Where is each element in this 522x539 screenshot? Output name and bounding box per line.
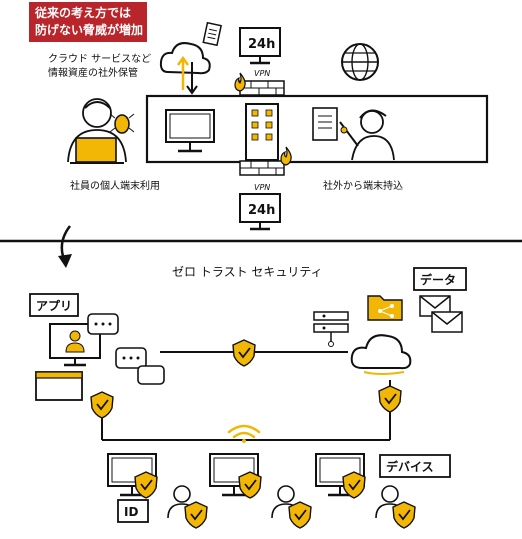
- cloud-caption-line2: 情報資産の社外保管: [48, 66, 138, 79]
- shield-data-icon: [378, 385, 402, 413]
- bug-icon: [109, 113, 135, 134]
- clock-label-bottom: 24h: [248, 203, 275, 218]
- shield-apps-icon: [90, 391, 114, 419]
- app-window-icon: [35, 371, 83, 401]
- globe-icon: [341, 43, 379, 81]
- server-icon: [313, 311, 349, 347]
- employee-laptop-icon: [67, 98, 127, 164]
- wifi-icon: [227, 424, 261, 443]
- apps-label-box: [29, 293, 79, 317]
- id-label: ID: [124, 505, 138, 519]
- employee-caption: 社員の個人端末利用: [70, 179, 160, 192]
- banner-line-1: 従来の考え方では: [35, 6, 132, 20]
- devices-label-box: [379, 454, 451, 478]
- top-network-box: [145, 94, 489, 164]
- vpn-label-top: VPN: [254, 69, 270, 78]
- threat-banner: 従来の考え方では 防げない脅威が増加: [29, 2, 147, 42]
- external-worker-icon: [312, 107, 395, 161]
- chat-bubble-icon: [87, 313, 165, 385]
- firewall-top-icon: [239, 80, 285, 96]
- clock-label-top: 24h: [248, 37, 275, 52]
- vpn-label-bottom: VPN: [254, 183, 270, 192]
- flame-top-icon: [234, 72, 246, 92]
- shared-folder-icon: [367, 295, 403, 321]
- banner-line-2: 防げない脅威が増加: [35, 23, 144, 37]
- curved-arrow-icon: [58, 225, 72, 268]
- zero-trust-title: ゼロ トラスト セキュリティ: [172, 265, 323, 279]
- office-monitor-icon: [164, 108, 216, 153]
- shield-user-1-icon: [184, 501, 208, 529]
- cloud-caption-line1: クラウド サービスなど: [48, 53, 151, 65]
- id-badge-box: [117, 499, 149, 523]
- data-label-box: [413, 267, 467, 291]
- office-building-icon: [245, 103, 279, 161]
- apps-label: アプリ: [36, 298, 72, 313]
- shield-user-2-icon: [288, 501, 312, 529]
- cloud-icon: [159, 42, 211, 95]
- takeout-caption: 社外から端末持込: [323, 179, 403, 192]
- flame-bottom-icon: [280, 146, 292, 166]
- data-cloud-icon: [350, 334, 412, 375]
- shield-user-3-icon: [392, 501, 416, 529]
- data-label: データ: [420, 272, 456, 287]
- mail-icon: [419, 295, 463, 333]
- shield-center-icon: [232, 339, 256, 367]
- devices-label: デバイス: [386, 459, 434, 474]
- firewall-bottom-icon: [239, 160, 285, 176]
- document-icon: [202, 21, 223, 47]
